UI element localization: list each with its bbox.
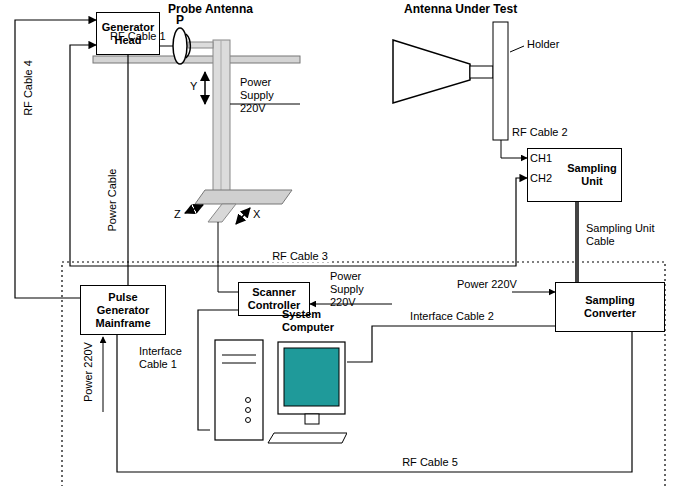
antenna-holder	[493, 22, 508, 140]
part-label: Power 220V	[82, 342, 95, 402]
cable-connector	[575, 202, 579, 282]
cable-label: Sampling Unit Cable	[585, 222, 659, 248]
part-label: Antenna Under Test	[404, 3, 517, 16]
box-label: System Computer	[282, 308, 344, 334]
box-label: Sampling Unit	[566, 162, 618, 188]
device-box: Pulse Generator Mainframe	[80, 285, 166, 335]
part-label: RF Cable 1	[110, 30, 166, 43]
cable-label: RF Cable 3	[271, 250, 329, 263]
part-label: X	[253, 208, 260, 221]
horn-antenna	[393, 40, 470, 103]
cable-connector	[117, 332, 632, 472]
part-label: CH2	[530, 172, 552, 185]
cable-connector	[347, 326, 555, 362]
cable-label: Power Cable	[106, 168, 119, 233]
part-label: RF Cable 2	[512, 126, 568, 139]
box-label: Sampling Converter	[559, 294, 661, 320]
cable-label: RF Cable 4	[22, 59, 35, 117]
computer-zone	[62, 262, 665, 486]
cable-connector	[15, 20, 96, 298]
cable-label: Interface Cable 2	[409, 310, 495, 323]
rf-cable-2	[501, 140, 527, 158]
part-label: CH1	[530, 152, 552, 165]
part-label: Holder	[527, 38, 559, 51]
x-axis-arrow	[236, 208, 250, 224]
part-label: Power 220V	[457, 278, 517, 291]
horn-feed	[470, 66, 493, 78]
scanner-cable	[218, 222, 238, 292]
part-label: P	[176, 14, 184, 27]
z-axis-arrow	[185, 205, 203, 213]
probe-antenna	[173, 28, 187, 64]
cable-connector	[127, 55, 128, 285]
cable-label: RF Cable 5	[401, 456, 459, 469]
probe-loop	[186, 34, 190, 58]
cable-connector	[70, 45, 527, 266]
y-axis-arrow	[204, 72, 206, 104]
part-label: Z	[174, 208, 181, 221]
computer-node: System Computer	[210, 305, 347, 450]
part-label: Power Supply 220V	[240, 76, 302, 115]
probe-arm	[188, 42, 213, 48]
power-arrow	[512, 292, 555, 293]
mast-edge	[221, 40, 222, 195]
power-arrow	[103, 337, 104, 412]
part-label: Y	[190, 80, 197, 93]
cable-label: Interface Cable 1	[138, 345, 196, 371]
scanner-plate	[195, 190, 292, 204]
x-rail	[208, 204, 236, 222]
holder-leader	[510, 46, 524, 52]
box-label: Pulse Generator Mainframe	[84, 291, 162, 330]
part-label: Power Supply 220V	[330, 270, 390, 309]
device-box: Sampling Converter	[555, 282, 665, 332]
platform-bar	[93, 56, 300, 63]
scanner-mast	[213, 40, 230, 195]
